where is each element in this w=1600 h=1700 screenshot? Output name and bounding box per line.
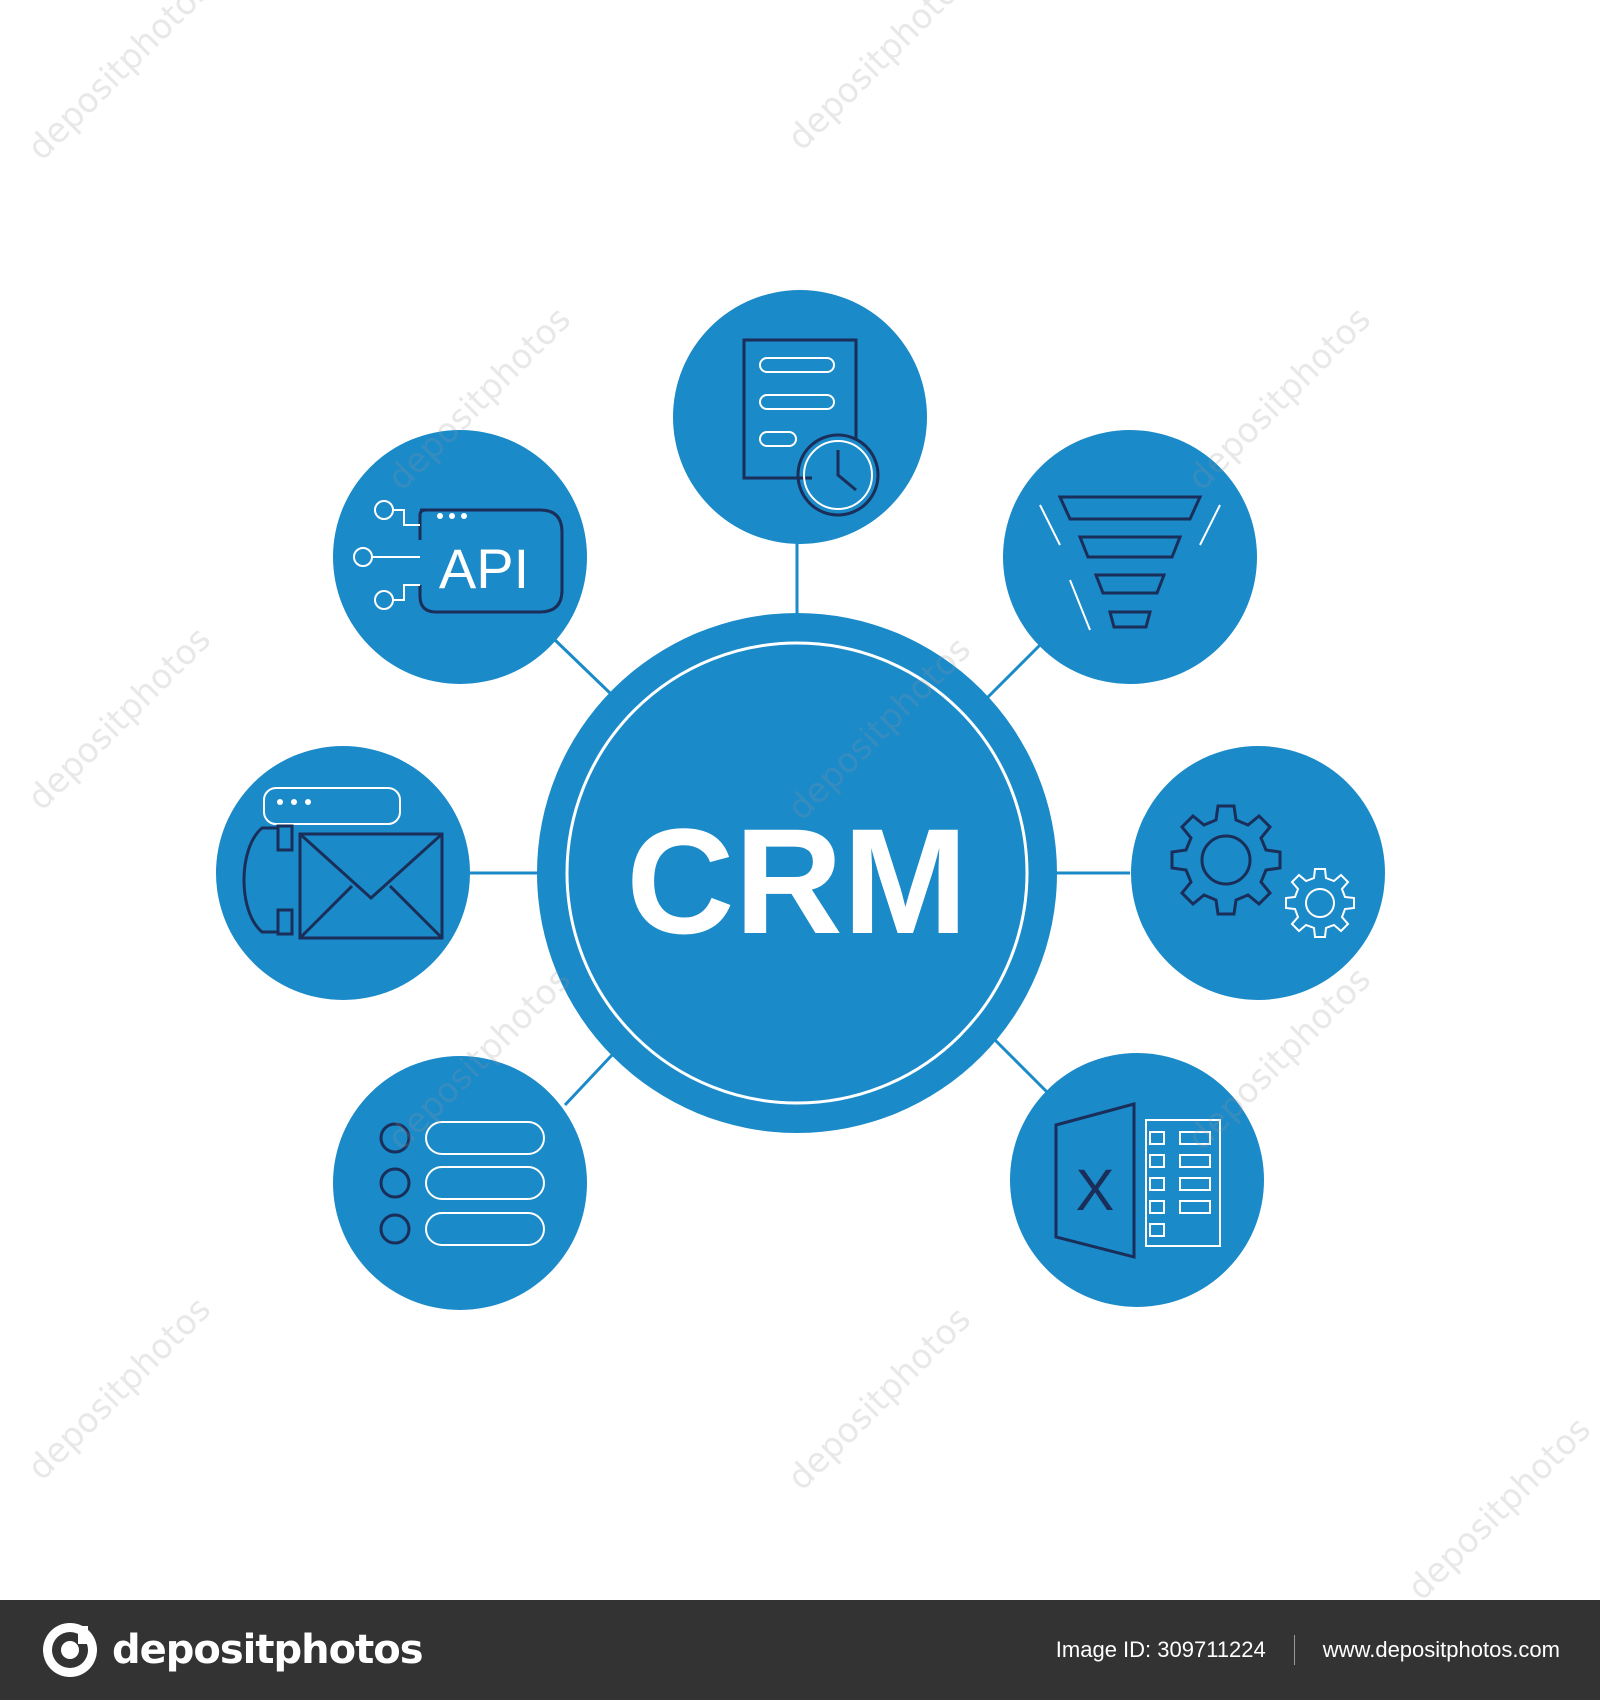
brand-logo[interactable]: depositphotos (40, 1620, 424, 1680)
brand-name: depositphotos (112, 1627, 424, 1673)
checklist-icon (379, 1121, 545, 1246)
connector-top-left (553, 638, 614, 697)
connector-lines (465, 540, 1130, 1107)
document-clock-icon (742, 338, 880, 517)
depositphotos-logo-icon (43, 1623, 97, 1677)
node-spreadsheet: X (1010, 1053, 1264, 1307)
node-sales-funnel (1003, 430, 1257, 684)
node-document-clock (673, 290, 927, 544)
node-communication (216, 746, 470, 1000)
gears-icon (1170, 804, 1355, 938)
node-settings (1131, 746, 1385, 1000)
connector-top-right (983, 643, 1042, 702)
phone-mail-icon (242, 787, 444, 940)
api-label: API (439, 537, 529, 600)
node-api: API (333, 430, 587, 684)
center-label: CRM (626, 797, 968, 965)
api-icon: API (353, 500, 564, 614)
meta-divider (1293, 1635, 1295, 1665)
connector-bottom-left (563, 1053, 614, 1107)
website-link[interactable]: www.depositphotos.com (1322, 1637, 1560, 1662)
footer-bar: depositphotos Image ID: 309711224 www.de… (0, 1600, 1600, 1700)
image-id: Image ID: 309711224 (1055, 1637, 1266, 1662)
image-meta: Image ID: 309711224 www.depositphotos.co… (1056, 1635, 1560, 1665)
crm-diagram: CRM (216, 290, 1385, 1310)
center-node: CRM (537, 613, 1057, 1133)
node-list (333, 1056, 587, 1310)
funnel-icon (1039, 495, 1221, 631)
excel-sheet-icon: X (1054, 1102, 1221, 1259)
connector-bottom-right (993, 1038, 1052, 1097)
excel-letter: X (1076, 1158, 1115, 1223)
